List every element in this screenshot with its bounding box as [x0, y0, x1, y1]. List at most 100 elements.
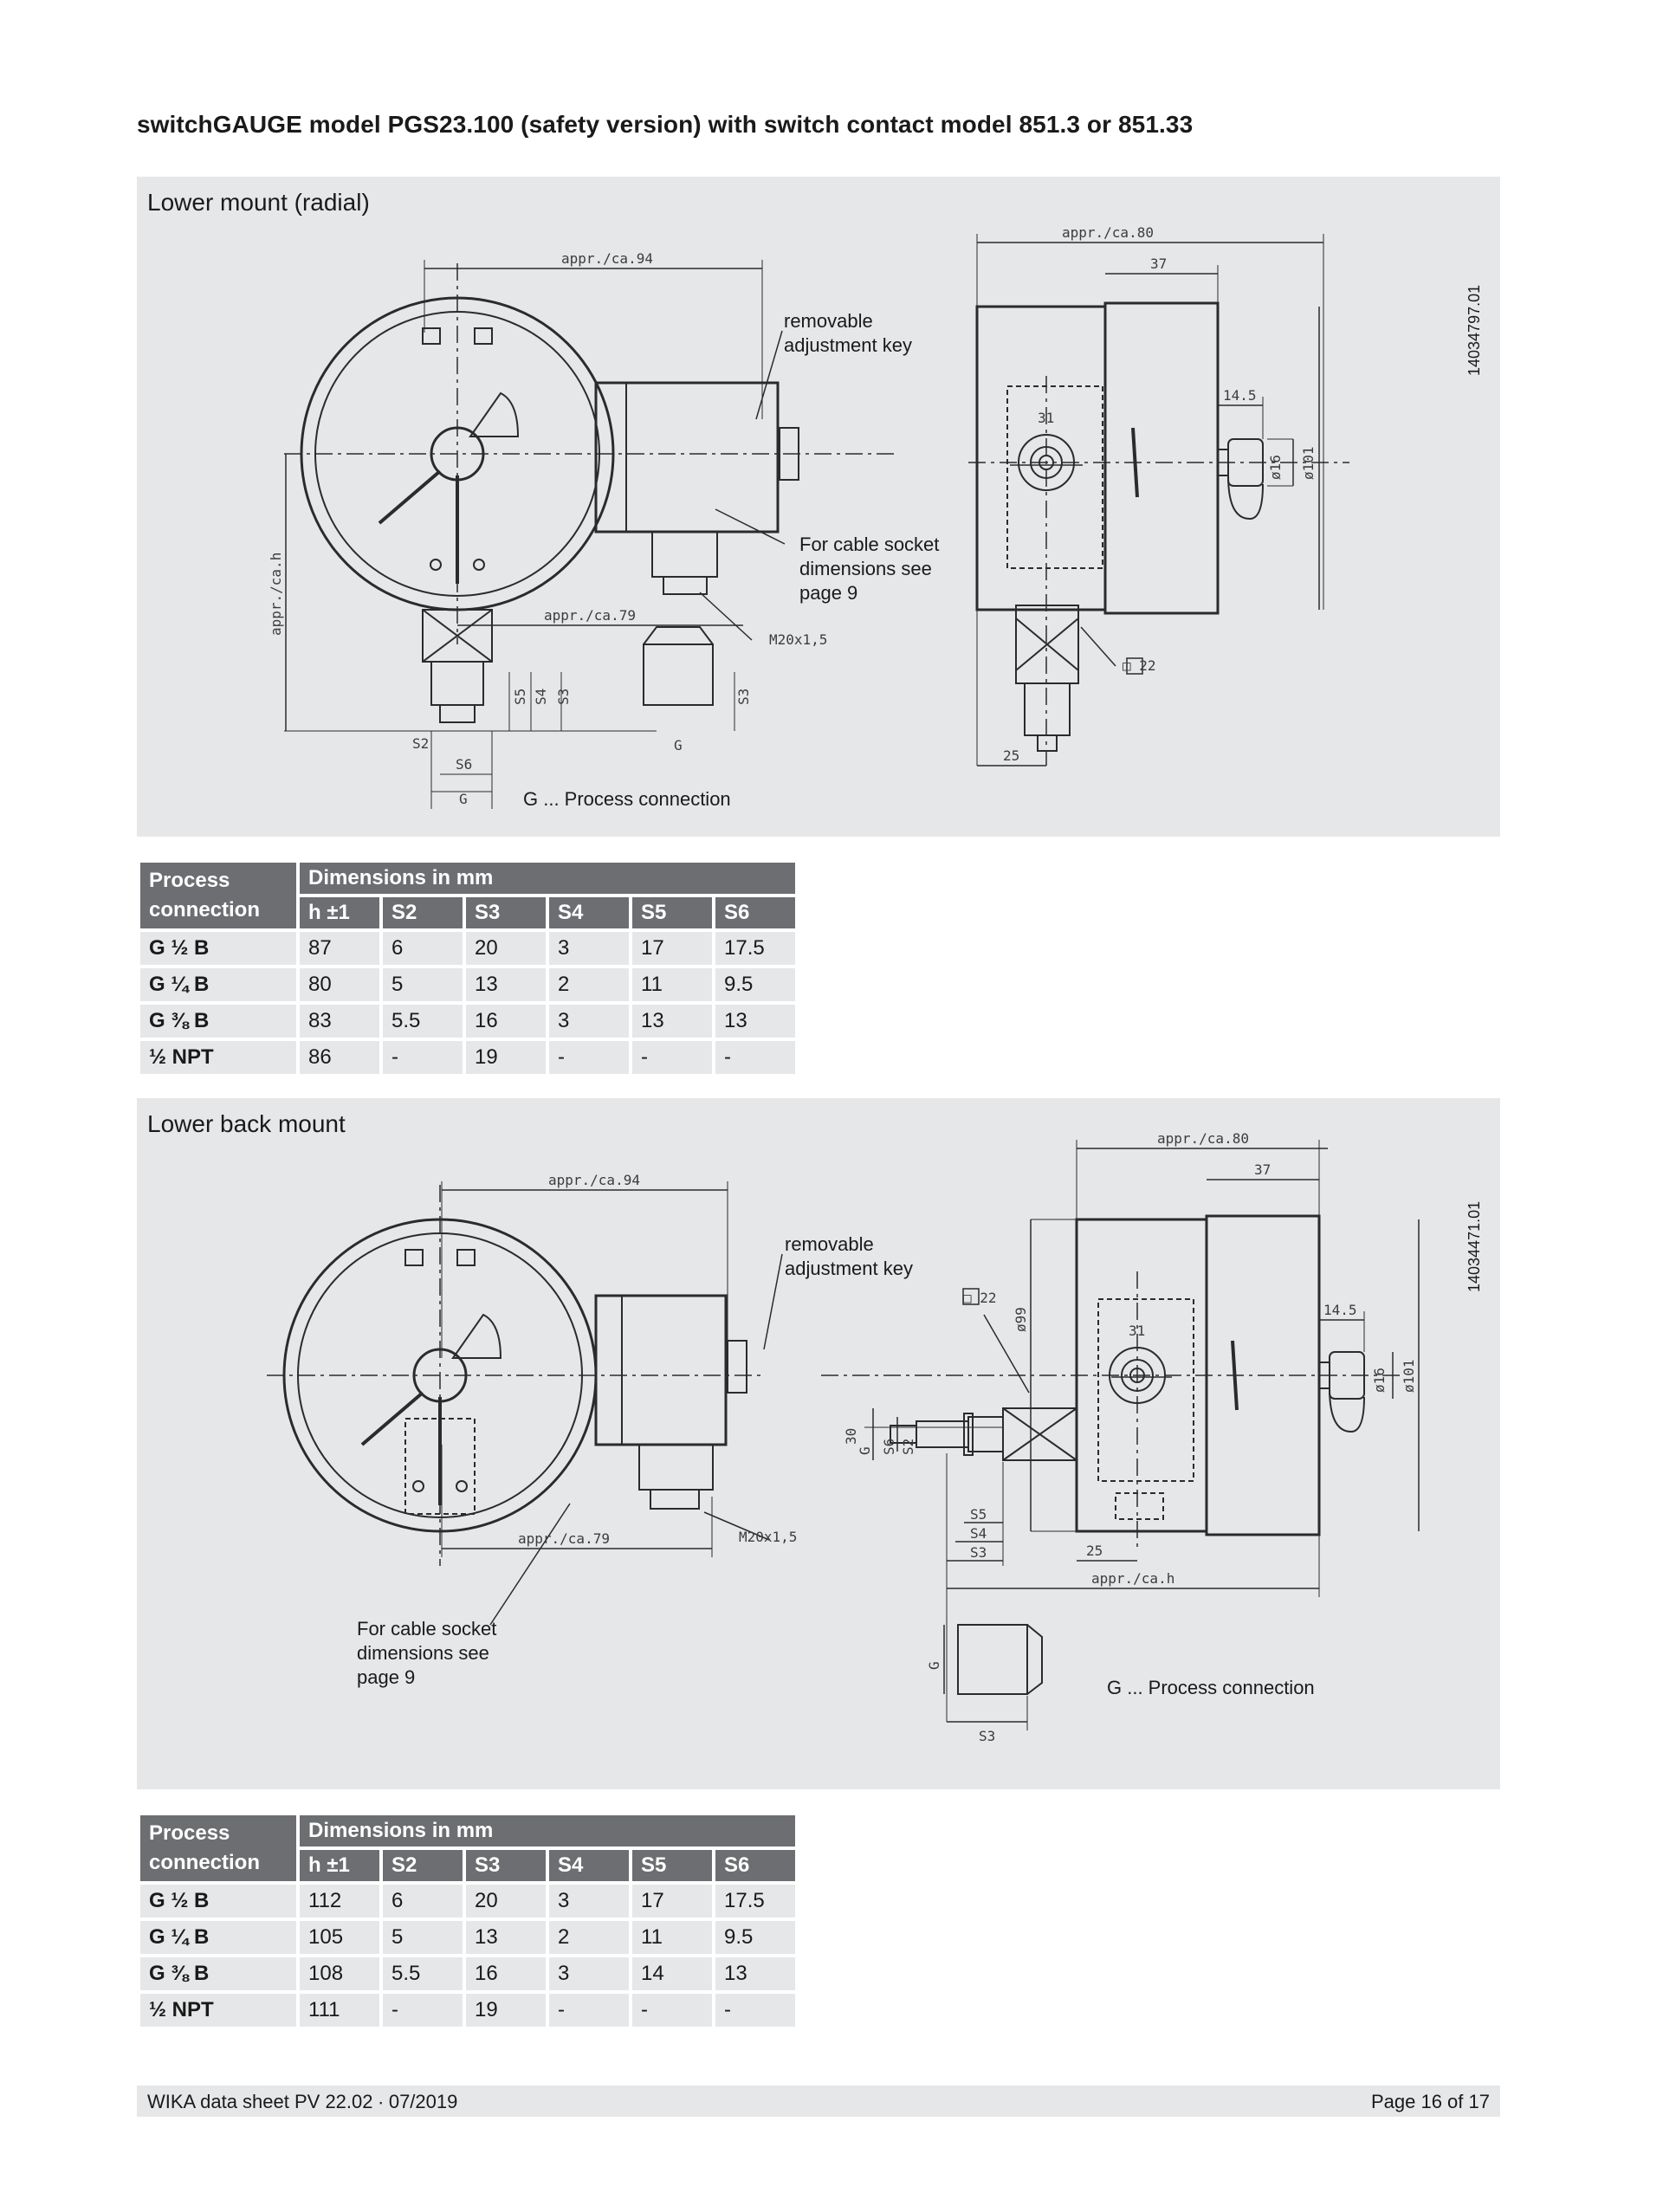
- header-col: S2: [383, 897, 463, 928]
- header-process-connection: Process connection: [140, 863, 296, 928]
- technical-drawing-lower-mount: appr./ca.94 appr./ca.80 37 14.5 31 ø16 ø…: [268, 224, 1483, 810]
- dim-label-m20: M20x1,5: [739, 1529, 797, 1545]
- table-row: G ⅜ B 83 5.5 16 3 13 13: [140, 1005, 795, 1038]
- dim-label-apprh: appr./ca.h: [1091, 1570, 1174, 1587]
- table-cell: -: [632, 1041, 712, 1074]
- dim-label-37: 37: [1254, 1161, 1271, 1178]
- note-cable-socket-2: dimensions see: [357, 1642, 489, 1664]
- table-cell: 86: [300, 1041, 379, 1074]
- table-cell: 19: [466, 1041, 546, 1074]
- table-cell: 19: [466, 1994, 546, 2027]
- header-col: S4: [549, 897, 629, 928]
- dim-label-g-detail: G: [674, 737, 683, 754]
- note-removable: removable: [785, 1233, 874, 1255]
- dim-label-appr94: appr./ca.94: [561, 250, 653, 267]
- dim-label-s5: S5: [512, 689, 528, 705]
- table-cell: 80: [300, 968, 379, 1001]
- dim-label-appr80: appr./ca.80: [1062, 224, 1154, 241]
- header-col: S5: [632, 897, 712, 928]
- table-cell: 13: [466, 968, 546, 1001]
- dim-label-s6: S6: [456, 756, 472, 773]
- header-process-line1: Process: [149, 869, 230, 892]
- table-cell: 6: [383, 1885, 463, 1918]
- table-cell: 3: [549, 1957, 629, 1990]
- dim-label-31: 31: [1129, 1323, 1145, 1339]
- technical-drawing-lower-back-mount: appr./ca.94 appr./ca.80 37 14.5 31 ø16 ø…: [267, 1130, 1483, 1744]
- drawing-number: 14034471.01: [1466, 1201, 1483, 1292]
- dim-label-sq22: □ 22: [1123, 657, 1156, 674]
- table-cell: 17: [632, 1885, 712, 1918]
- note-process-connection: G ... Process connection: [1107, 1677, 1315, 1698]
- header-col: S5: [632, 1850, 712, 1881]
- note-removable: removable: [784, 310, 873, 332]
- header-dimensions-group: Dimensions in mm: [300, 1815, 795, 1847]
- dim-label-s4: S4: [970, 1525, 987, 1542]
- table-cell: 108: [300, 1957, 379, 1990]
- table-cell: 13: [715, 1005, 795, 1038]
- table-cell: -: [549, 1041, 629, 1074]
- dim-label-appr79: appr./ca.79: [518, 1530, 610, 1547]
- dimensions-table-lower-mount: Process connection Dimensions in mm h ±1…: [137, 859, 799, 1077]
- dim-label-37: 37: [1150, 255, 1167, 272]
- dim-label-appr79: appr./ca.79: [544, 607, 636, 624]
- dim-label-appr80: appr./ca.80: [1157, 1130, 1249, 1147]
- table-row: G ¼ B 80 5 13 2 11 9.5: [140, 968, 795, 1001]
- footer-page-number: Page 16 of 17: [1370, 2091, 1490, 2112]
- header-process-line1: Process: [149, 1821, 230, 1845]
- table-cell: 20: [466, 1885, 546, 1918]
- header-col: S6: [715, 897, 795, 928]
- footer-datasheet-ref: WIKA data sheet PV 22.02 ∙ 07/2019: [147, 2091, 458, 2112]
- table-cell: 13: [632, 1005, 712, 1038]
- dim-label-s2: S2: [412, 735, 429, 752]
- table-cell: 112: [300, 1885, 379, 1918]
- dim-label-d16: ø16: [1371, 1368, 1388, 1393]
- table-cell: G ¼ B: [140, 968, 296, 1001]
- dim-label-appr94: appr./ca.94: [548, 1172, 640, 1188]
- table-cell: 9.5: [715, 968, 795, 1001]
- dim-label-apprh: appr./ca.h: [268, 553, 284, 636]
- note-cable-socket-1: For cable socket: [357, 1618, 496, 1640]
- dim-label-31: 31: [1038, 410, 1054, 426]
- dim-label-g-front: G: [459, 791, 468, 807]
- table-cell: -: [715, 1994, 795, 2027]
- note-adjustment-key: adjustment key: [785, 1258, 913, 1279]
- dim-label-14-5: 14.5: [1323, 1302, 1357, 1318]
- table-cell: -: [549, 1994, 629, 2027]
- table-cell: 5: [383, 968, 463, 1001]
- note-cable-socket-3: page 9: [799, 582, 857, 604]
- note-cable-socket-2: dimensions see: [799, 558, 932, 579]
- table-row: G ¼ B 105 5 13 2 11 9.5: [140, 1921, 795, 1954]
- table-cell: 17: [632, 932, 712, 965]
- table-cell: 87: [300, 932, 379, 965]
- table-cell: G ⅜ B: [140, 1957, 296, 1990]
- table-cell: G ½ B: [140, 1885, 296, 1918]
- table-cell: 2: [549, 968, 629, 1001]
- table-cell: G ¼ B: [140, 1921, 296, 1954]
- header-process-line2: connection: [149, 898, 261, 922]
- table-cell: 14: [632, 1957, 712, 1990]
- dim-label-sq22: □ 22: [963, 1290, 997, 1306]
- table-cell: -: [383, 1994, 463, 2027]
- section-heading-lower-back-mount: Lower back mount: [147, 1110, 346, 1137]
- drawing-panel-lower-mount: Lower mount (radial): [137, 177, 1500, 837]
- dim-label-d16: ø16: [1267, 455, 1284, 480]
- header-col: S3: [466, 1850, 546, 1881]
- table-cell: 3: [549, 932, 629, 965]
- dim-label-s4: S4: [533, 689, 549, 705]
- table-cell: 2: [549, 1921, 629, 1954]
- note-cable-socket-3: page 9: [357, 1666, 415, 1688]
- table-cell: 13: [715, 1957, 795, 1990]
- table-cell: 5: [383, 1921, 463, 1954]
- note-cable-socket-1: For cable socket: [799, 534, 939, 555]
- header-dimensions-group: Dimensions in mm: [300, 863, 795, 894]
- table-cell: 16: [466, 1005, 546, 1038]
- table-cell: 16: [466, 1957, 546, 1990]
- table-cell: 9.5: [715, 1921, 795, 1954]
- dimensions-table-lower-back-mount: Process connection Dimensions in mm h ±1…: [137, 1812, 799, 2030]
- table-cell: G ⅜ B: [140, 1005, 296, 1038]
- header-col: S2: [383, 1850, 463, 1881]
- table-cell: 11: [632, 968, 712, 1001]
- dim-label-14-5: 14.5: [1223, 387, 1257, 404]
- header-process-line2: connection: [149, 1851, 261, 1874]
- drawing-panel-lower-back-mount: Lower back mount: [137, 1098, 1500, 1789]
